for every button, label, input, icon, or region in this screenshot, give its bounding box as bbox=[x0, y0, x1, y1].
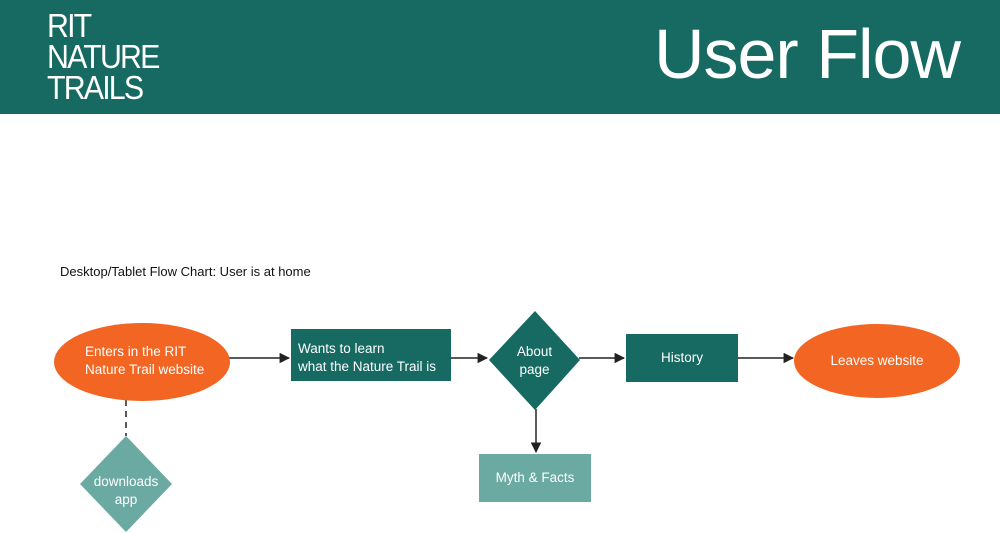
label-enters-website: Enters in the RIT Nature Trail website bbox=[85, 344, 205, 377]
flow-chart-subtitle: Desktop/Tablet Flow Chart: User is at ho… bbox=[60, 264, 311, 279]
node-about-page[interactable] bbox=[489, 311, 580, 410]
logo-line-1: RIT bbox=[47, 7, 92, 44]
rit-nature-trails-logo[interactable]: RIT NATURE TRAILS bbox=[47, 7, 160, 106]
node-leaves-website[interactable] bbox=[794, 324, 960, 398]
label-myth-facts: Myth & Facts bbox=[495, 470, 575, 485]
label-history: History bbox=[660, 350, 703, 365]
label-wants-to-learn: Wants to learn what the Nature Trail is bbox=[298, 341, 437, 374]
label-about-page: About page bbox=[516, 344, 553, 377]
label-leaves-website: Leaves website bbox=[830, 353, 924, 368]
node-myth-facts[interactable] bbox=[479, 454, 591, 502]
node-downloads-app[interactable] bbox=[80, 436, 172, 532]
node-enters-website[interactable] bbox=[54, 323, 230, 401]
page-title: User Flow bbox=[653, 15, 961, 93]
header-bar: RIT NATURE TRAILS User Flow bbox=[0, 0, 1000, 114]
logo-line-2: NATURE bbox=[47, 38, 160, 75]
logo-line-3: TRAILS bbox=[47, 69, 144, 106]
node-history[interactable] bbox=[626, 334, 738, 382]
node-wants-to-learn[interactable] bbox=[291, 329, 451, 381]
label-downloads-app: downloads app bbox=[93, 474, 159, 507]
